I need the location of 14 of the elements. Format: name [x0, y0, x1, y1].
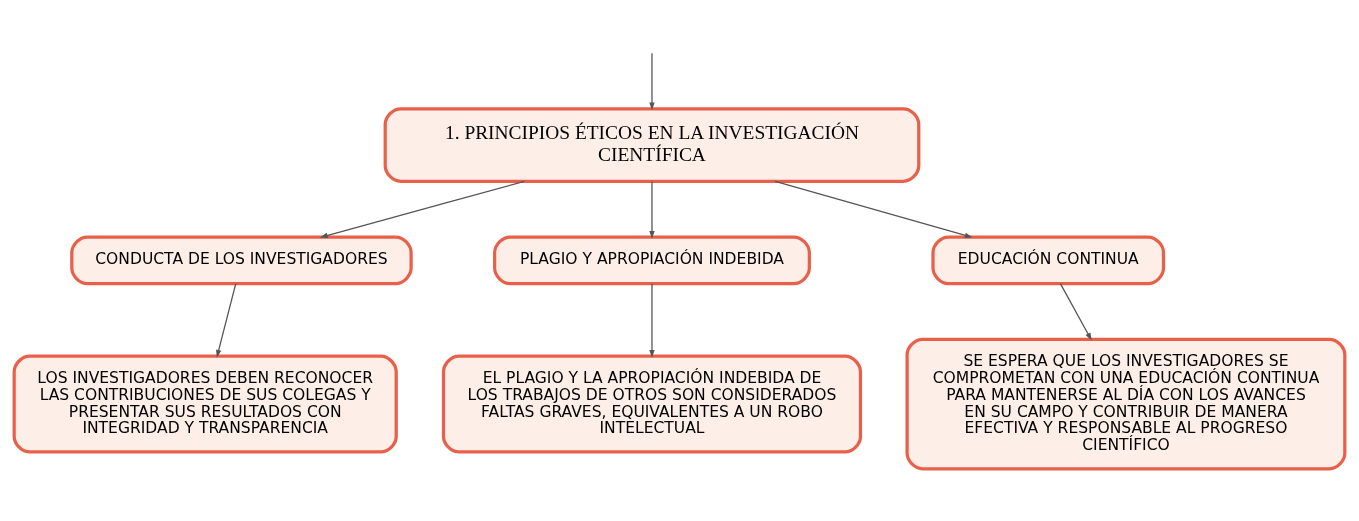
node-box: EL PLAGIO Y LA APROPIACIÓN INDEBIDA DE LOS TRABAJOS DE OTROS SON CONSIDERADOS FALTAS GRAVES, EQUIVALENTES A UN ROBO INTELECTUAL: [441, 354, 863, 454]
arrow: [649, 283, 655, 358]
node-box: 1. PRINCIPIOS ÉTICOS EN LA INVESTIGACIÓN CIENTÍFICA: [383, 107, 921, 183]
node-box: SE ESPERA QUE LOS INVESTIGADORES SE COMPROMETAN CON UNA EDUCACIÓN CONTINUA PARA MANTENERSE AL DÍA CON LOS AVANCES EN SU CAMPO Y CONTRIBUIR DE MANERA EFECTIVA Y RESPONSABLE AL PROGRESO CIENTÍFICO: [905, 337, 1347, 471]
node-box: CONDUCTA DE LOS INVESTIGADORES: [70, 235, 413, 286]
node-box: PLAGIO Y APROPIACIÓN INDEBIDA: [493, 235, 811, 286]
arrow: [1059, 283, 1092, 341]
arrow: [216, 283, 237, 358]
arrow: [774, 180, 973, 238]
node-box: LOS INVESTIGADORES DEBEN RECONOCER LAS CONTRIBUCIONES DE SUS COLEGAS Y PRESENTAR SUS RESULTADOS CON INTEGRIDAD Y TRANSPARENCIA: [12, 354, 398, 454]
arrow: [319, 180, 525, 239]
arrow: [649, 52, 655, 111]
arrow: [649, 180, 655, 239]
node-box: EDUCACIÓN CONTINUA: [931, 235, 1166, 286]
